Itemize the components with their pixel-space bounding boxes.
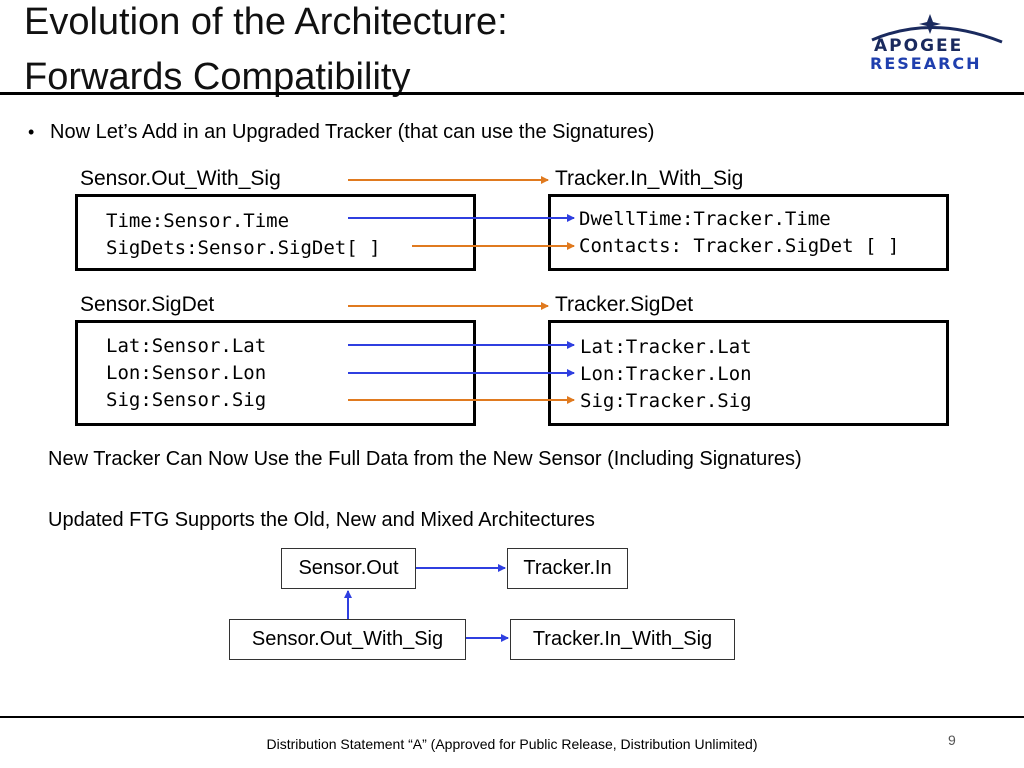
title-divider [0,92,1024,95]
sensor-lon-field: Lon:Sensor.Lon [106,362,267,384]
tracker-sigdet-box: Lat:Tracker.Lat Lon:Tracker.Lon Sig:Trac… [548,320,949,426]
bullet-text: Now Let’s Add in an Upgraded Tracker (th… [50,121,655,143]
node-sensor-out-with-sig: Sensor.Out_With_Sig [229,619,466,660]
sensor-lat-field: Lat:Sensor.Lat [106,335,267,357]
logo-swoosh-icon [871,14,1003,44]
sensor-sigdet-label: Sensor.SigDet [80,293,215,316]
tracker-dwelltime-field: DwellTime:Tracker.Time [579,208,831,230]
node-tracker-in: Tracker.In [507,548,628,589]
slide-title-line-2: Forwards Compatibility [24,56,411,98]
new-tracker-statement: New Tracker Can Now Use the Full Data fr… [48,448,802,470]
node-tracker-in-with-sig: Tracker.In_With_Sig [510,619,735,660]
distribution-statement: Distribution Statement “A” (Approved for… [266,736,758,752]
logo-text-apogee: APOGEE [874,36,964,56]
apogee-research-logo: APOGEE RESEARCH [862,12,1014,76]
node-sensor-out: Sensor.Out [281,548,416,589]
tracker-in-with-sig-label: Tracker.In_With_Sig [555,167,744,190]
slide-title-line-1: Evolution of the Architecture: [24,1,508,43]
updated-ftg-statement: Updated FTG Supports the Old, New and Mi… [48,509,595,531]
footer-divider [0,716,1024,718]
sensor-sigdets-field: SigDets:Sensor.SigDet[ ] [106,237,381,259]
tracker-sigdet-label: Tracker.SigDet [555,293,694,316]
tracker-sig-field: Sig:Tracker.Sig [580,390,752,412]
logo-text-research: RESEARCH [870,54,982,73]
sensor-out-with-sig-label: Sensor.Out_With_Sig [80,167,281,190]
sensor-out-with-sig-box: Time:Sensor.Time SigDets:Sensor.SigDet[ … [75,194,476,271]
tracker-in-with-sig-box: DwellTime:Tracker.Time Contacts: Tracker… [548,194,949,271]
sensor-sig-field: Sig:Sensor.Sig [106,389,267,411]
page-number: 9 [948,732,956,748]
tracker-lon-field: Lon:Tracker.Lon [580,363,752,385]
tracker-contacts-field: Contacts: Tracker.SigDet [ ] [579,235,900,257]
sensor-sigdet-box: Lat:Sensor.Lat Lon:Sensor.Lon Sig:Sensor… [75,320,476,426]
sensor-time-field: Time:Sensor.Time [106,210,290,232]
tracker-lat-field: Lat:Tracker.Lat [580,336,752,358]
bullet-icon: • [28,122,35,142]
